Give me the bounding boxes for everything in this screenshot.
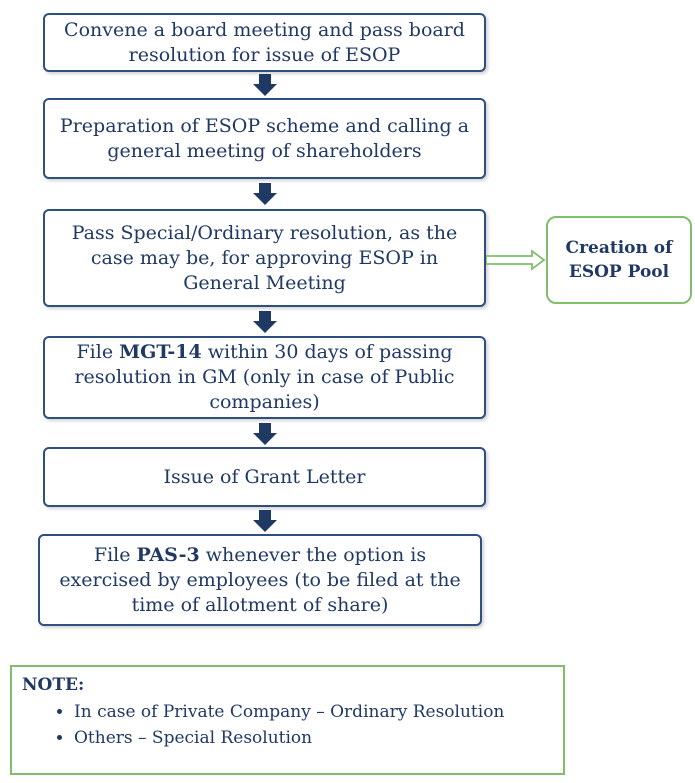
- flow-step-2: Preparation of ESOP scheme and calling a…: [43, 98, 486, 179]
- flow-step-4: File MGT-14 within 30 days of passing re…: [43, 336, 486, 419]
- flow-step-3-text: Pass Special/Ordinary resolution, as the…: [71, 221, 458, 294]
- flow-step-6-post: whenever the option is exercised by empl…: [59, 543, 461, 616]
- creation-of-esop-pool-box: Creation of ESOP Pool: [546, 216, 692, 304]
- note-title: NOTE:: [22, 675, 85, 695]
- flow-step-1: Convene a board meeting and pass board r…: [43, 13, 486, 72]
- down-arrow-icon: [253, 423, 277, 445]
- right-arrow-icon: [486, 249, 546, 271]
- note-list: In case of Private Company – Ordinary Re…: [22, 699, 553, 751]
- flow-step-4-text: File MGT-14 within 30 days of passing re…: [55, 340, 474, 415]
- flow-step-5-text: Issue of Grant Letter: [163, 465, 366, 488]
- mgt-14-form-label: MGT-14: [119, 341, 202, 363]
- down-arrow-icon: [253, 510, 277, 532]
- down-arrow-icon: [253, 311, 277, 333]
- down-arrow-icon: [253, 183, 277, 205]
- flow-step-5: Issue of Grant Letter: [43, 447, 486, 507]
- note-box: NOTE: In case of Private Company – Ordin…: [10, 665, 565, 775]
- note-item: In case of Private Company – Ordinary Re…: [74, 699, 553, 725]
- flow-step-1-text: Convene a board meeting and pass board r…: [64, 18, 465, 66]
- flow-step-2-text: Preparation of ESOP scheme and calling a…: [59, 114, 470, 162]
- flow-step-3: Pass Special/Ordinary resolution, as the…: [43, 209, 486, 307]
- note-item: Others – Special Resolution: [74, 725, 553, 751]
- side-box-text: Creation of ESOP Pool: [565, 238, 673, 282]
- down-arrow-icon: [253, 74, 277, 96]
- pas-3-form-label: PAS-3: [136, 543, 200, 566]
- flow-step-4-post: within 30 days of passing resolution in …: [74, 341, 455, 413]
- flow-step-6: File PAS-3 whenever the option is exerci…: [38, 534, 482, 626]
- flow-step-6-pre: File: [93, 543, 137, 566]
- flow-step-6-text: File PAS-3 whenever the option is exerci…: [50, 543, 470, 618]
- flow-step-4-pre: File: [76, 341, 120, 363]
